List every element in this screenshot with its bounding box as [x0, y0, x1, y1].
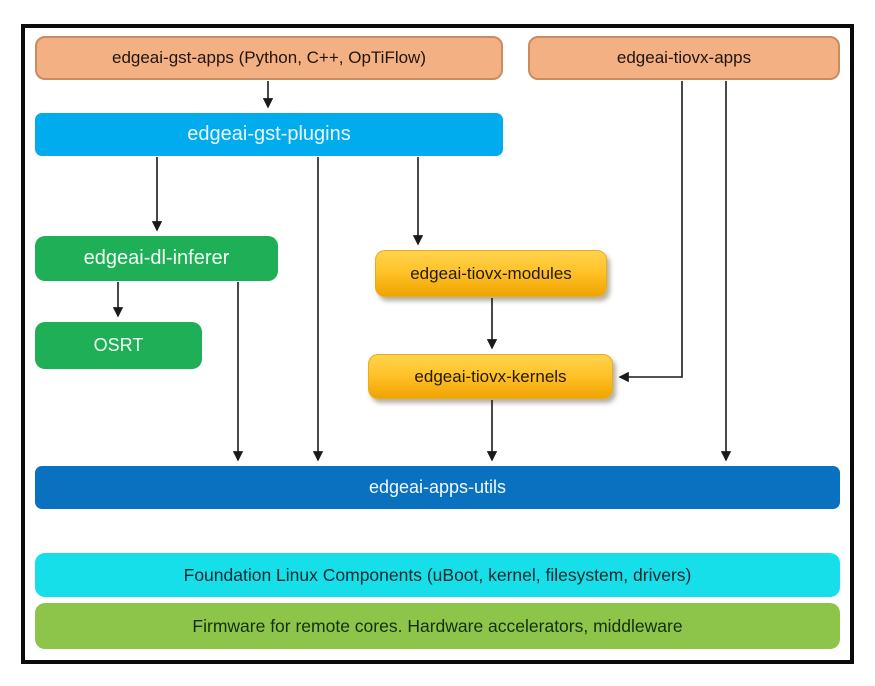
node-edgeai-tiovx-apps-label: edgeai-tiovx-apps	[616, 48, 752, 68]
node-edgeai-dl-inferer: edgeai-dl-inferer	[35, 236, 278, 281]
node-edgeai-tiovx-modules: edgeai-tiovx-modules	[375, 250, 607, 297]
node-edgeai-gst-plugins-label: edgeai-gst-plugins	[187, 123, 351, 145]
node-edgeai-tiovx-apps: edgeai-tiovx-apps	[528, 36, 840, 80]
node-edgeai-gst-plugins: edgeai-gst-plugins	[35, 113, 503, 156]
node-edgeai-tiovx-kernels: edgeai-tiovx-kernels	[368, 354, 613, 399]
diagram-outer-frame	[21, 24, 854, 664]
node-foundation-linux-components: Foundation Linux Components (uBoot, kern…	[35, 553, 840, 597]
node-osrt-label: OSRT	[93, 335, 144, 356]
node-edgeai-dl-inferer-label: edgeai-dl-inferer	[83, 247, 230, 269]
node-edgeai-tiovx-kernels-label: edgeai-tiovx-kernels	[414, 366, 567, 386]
node-edgeai-apps-utils: edgeai-apps-utils	[35, 466, 840, 509]
node-edgeai-gst-apps-label: edgeai-gst-apps (Python, C++, OpTiFlow)	[111, 48, 426, 68]
node-firmware-remote-cores-label: Firmware for remote cores. Hardware acce…	[192, 615, 683, 636]
node-edgeai-apps-utils-label: edgeai-apps-utils	[368, 477, 507, 498]
node-edgeai-tiovx-modules-label: edgeai-tiovx-modules	[410, 263, 572, 283]
node-firmware-remote-cores: Firmware for remote cores. Hardware acce…	[35, 603, 840, 649]
node-osrt: OSRT	[35, 322, 202, 369]
node-foundation-linux-components-label: Foundation Linux Components (uBoot, kern…	[183, 564, 692, 585]
node-edgeai-gst-apps: edgeai-gst-apps (Python, C++, OpTiFlow)	[35, 36, 503, 80]
